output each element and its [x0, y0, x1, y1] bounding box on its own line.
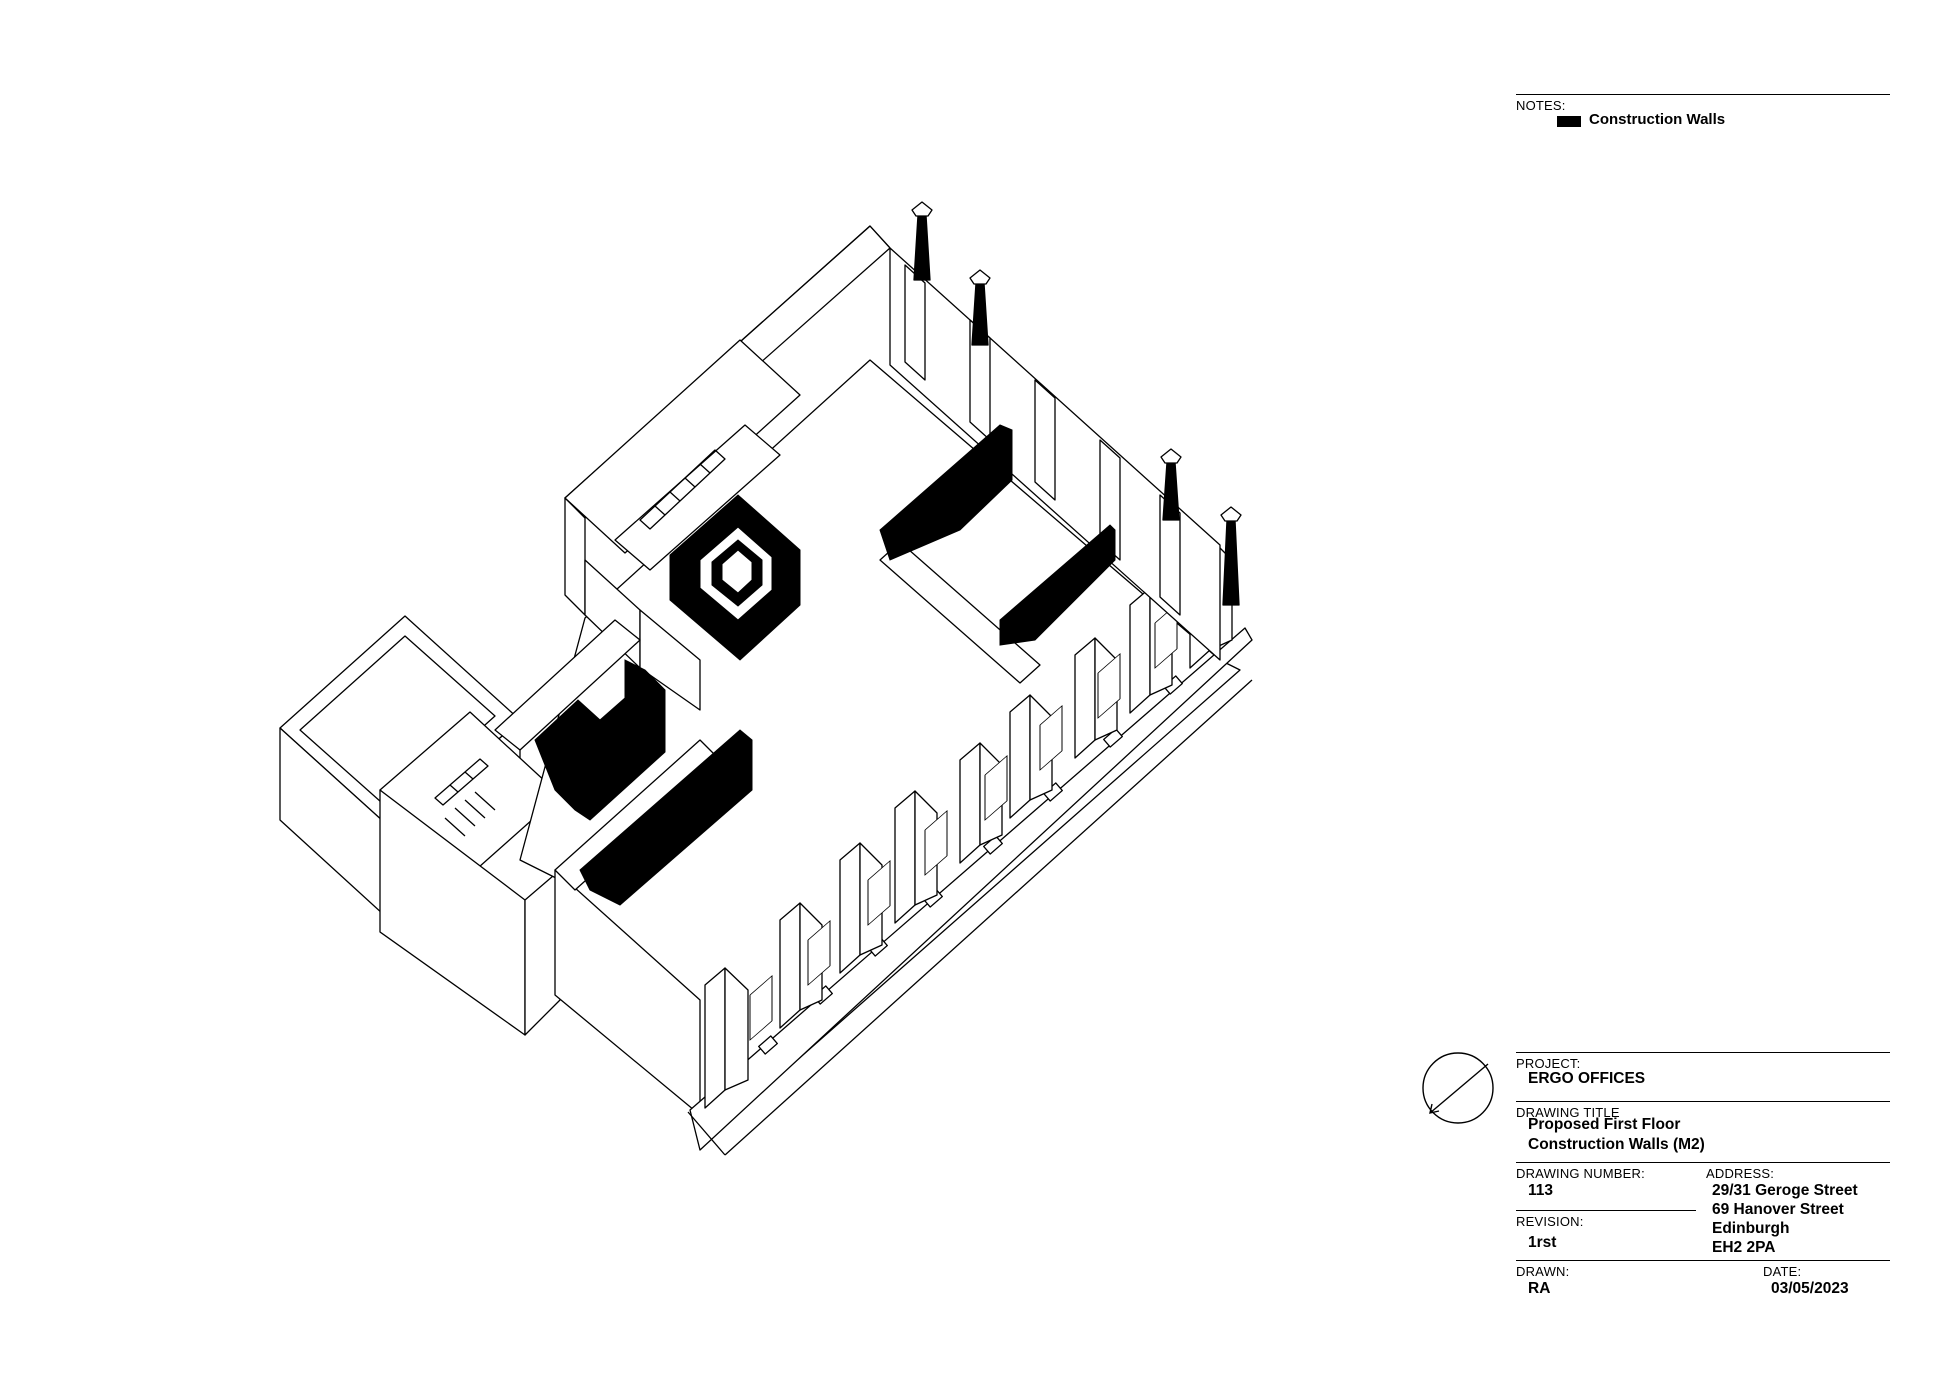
- revision-value: 1rst: [1528, 1234, 1557, 1251]
- notes-heading: NOTES:: [1516, 98, 1566, 113]
- legend-label: Construction Walls: [1589, 111, 1726, 128]
- date-value: 03/05/2023: [1771, 1280, 1849, 1297]
- drawing-title-line2: Construction Walls (M2): [1528, 1136, 1705, 1153]
- left-room-construction-wall: [534, 659, 666, 821]
- construction-walls-swatch: [1557, 116, 1581, 127]
- project-value: ERGO OFFICES: [1528, 1070, 1646, 1087]
- lower-construction-wall: [579, 729, 753, 906]
- address-line-4: EH2 2PA: [1712, 1239, 1776, 1256]
- notes-rule: [1516, 94, 1890, 95]
- date-label: DATE:: [1763, 1264, 1802, 1279]
- address-line-2: 69 Hanover Street: [1712, 1201, 1844, 1218]
- stair-core: [564, 339, 801, 571]
- interior-partitions: [494, 541, 1041, 891]
- core-construction-wall: [669, 494, 801, 661]
- upper-right-construction-wall: [879, 424, 1013, 561]
- drawing-title-line1: Proposed First Floor: [1528, 1116, 1681, 1133]
- address-line-1: 29/31 Geroge Street: [1712, 1182, 1858, 1199]
- revision-label: REVISION:: [1516, 1214, 1584, 1229]
- drawing-number-label: DRAWING NUMBER:: [1516, 1166, 1645, 1181]
- address-label: ADDRESS:: [1706, 1166, 1775, 1181]
- drawing-number-value: 113: [1528, 1182, 1554, 1199]
- drawn-label: DRAWN:: [1516, 1264, 1570, 1279]
- facade-windows: [749, 603, 1178, 1041]
- address-line-3: Edinburgh: [1712, 1220, 1790, 1237]
- project-label: PROJECT:: [1516, 1056, 1581, 1071]
- south-facade-wall: [554, 627, 1253, 1156]
- north-arrow-icon: [1422, 1052, 1494, 1124]
- left-stair-block: [379, 711, 561, 1036]
- right-room-construction-wall: [999, 524, 1116, 646]
- columns: [911, 201, 1242, 606]
- drawn-value: RA: [1528, 1280, 1551, 1297]
- drawing-title-label: DRAWING TITLE: [1516, 1105, 1620, 1120]
- construction-walls: [534, 424, 1116, 906]
